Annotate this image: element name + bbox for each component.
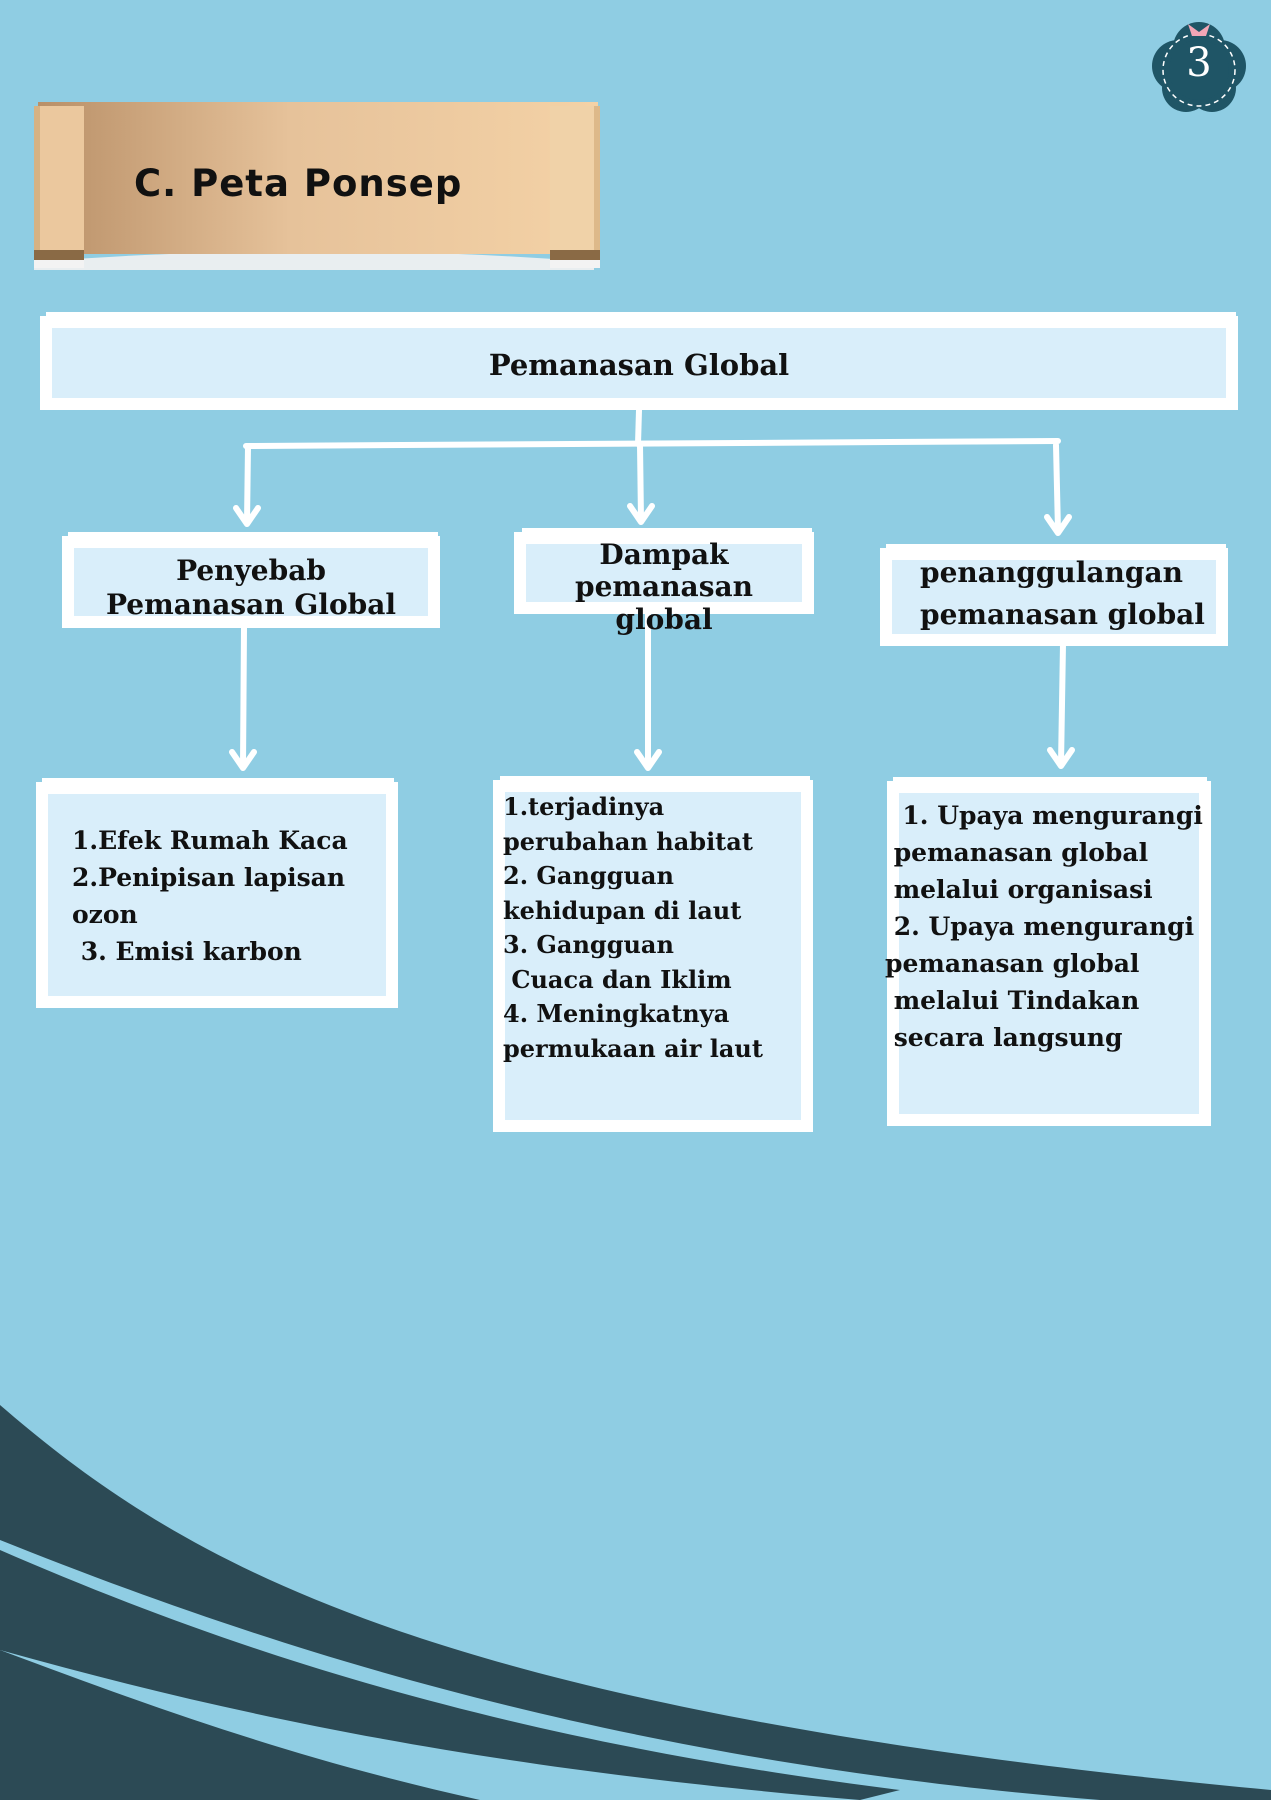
category-node-penyebab: Penyebab Pemanasan Global [62,536,440,628]
penanggulangan-items: 1. Upaya mengurangi pemanasan global mel… [885,797,1203,1056]
list-item: perubahan habitat [503,826,753,856]
section-title: C. Peta Ponsep [134,162,463,205]
list-item: 2. Gangguan [503,861,674,890]
items-node-penyebab: 1.Efek Rumah Kaca 2.Penipisan lapisan ozon… [36,782,398,1008]
root-label: Pemanasan Global [488,348,790,382]
list-item: 3. Gangguan [503,930,674,959]
category-label-line: pemanasan global [920,598,1205,631]
root-node: Pemanasan Global [40,316,1238,410]
root-stem [635,407,642,447]
penyebab-items: 1.Efek Rumah Kaca 2.Penipisan lapisan ozon… [72,822,348,970]
list-item: 2. Upaya mengurangi [885,912,1195,941]
list-item: 3. Emisi karbon [72,937,302,966]
branch-bar [243,438,1061,449]
arrow-to-dampak [627,442,655,525]
category-label-line: penanggulangan [920,556,1183,589]
category-label-line: Penyebab [176,554,326,587]
category-label-line: Dampak [599,538,729,571]
arrow-dampak-to-items [634,609,662,771]
list-item: Cuaca dan Iklim [503,964,732,994]
list-item: pemanasan global [885,838,1149,867]
flower-badge-icon [1152,22,1246,112]
items-node-penanggulangan: 1. Upaya mengurangi pemanasan global mel… [885,781,1211,1126]
category-label-line: pemanasan global [575,570,753,636]
arrow-to-penyebab [233,444,261,527]
list-item: 1.Efek Rumah Kaca [72,826,348,855]
category-node-penanggulangan: penanggulangan pemanasan global [880,548,1228,646]
list-item: pemanasan global [885,949,1140,978]
category-node-dampak: Dampak pemanasan global [514,532,814,636]
list-item: secara langsung [885,1023,1123,1052]
arrow-penyebab-to-items [229,625,257,771]
title-banner [34,102,600,270]
list-item: melalui organisasi [885,875,1153,904]
list-item: permukaan air laut [503,1033,763,1063]
dampak-items: 1.terjadinya perubahan habitat 2. Gangguan… [503,790,763,1066]
list-item: 2.Penipisan lapisan [72,863,346,892]
page-number: 3 [1186,40,1212,86]
category-label-line: Pemanasan Global [106,588,396,621]
list-item: melalui Tindakan [885,986,1140,1015]
list-item: 1.terjadinya [503,792,665,821]
list-item: 1. Upaya mengurangi [885,801,1203,830]
list-item: 4. Meningkatnya [503,999,730,1028]
list-item: ozon [72,900,138,929]
page-number-badge: 3 [1148,18,1250,116]
arrow-to-penanggulangan [1044,442,1072,536]
items-node-dampak: 1.terjadinya perubahan habitat 2. Gangguan… [493,780,813,1132]
list-item: kehidupan di laut [503,895,742,925]
arrow-penanggulangan-to-items [1047,641,1075,769]
